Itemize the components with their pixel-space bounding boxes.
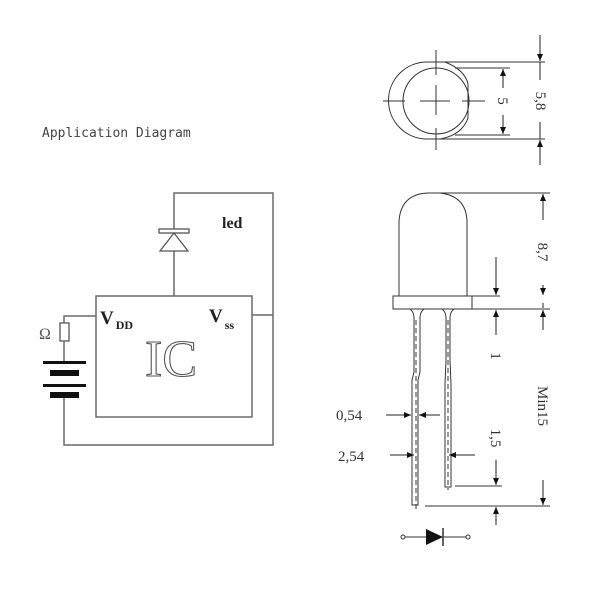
lead-anode	[409, 308, 425, 506]
battery-icon	[43, 361, 86, 398]
lead-cathode	[441, 308, 455, 488]
vdd-wire	[63, 315, 96, 323]
ic-label: IC	[145, 331, 197, 388]
dim-lead-offset: 1,5	[487, 429, 503, 448]
led-flange	[392, 295, 473, 310]
dim-top-outer: 5,8	[532, 92, 548, 111]
dim-top-inner: 5	[494, 97, 510, 105]
led-top-view: 5 5,8	[383, 35, 548, 165]
application-title: Application Diagram	[42, 126, 191, 141]
outer-wire	[63, 192, 274, 446]
dim-lead-pitch: 2,54	[338, 449, 365, 465]
led-diode-icon	[158, 228, 190, 252]
resistor-label: Ω	[39, 326, 51, 343]
dim-flange: 1	[487, 352, 503, 360]
dim-body-height: 8,7	[534, 243, 550, 262]
led-label: led	[222, 215, 243, 232]
led-body-outline	[398, 192, 468, 296]
dim-lead-width: 0,54	[336, 408, 363, 424]
diode-icon	[400, 528, 471, 546]
outer-flange-outline	[388, 61, 469, 140]
resistor-icon	[59, 322, 70, 342]
dim-lead-length: Min15	[534, 386, 550, 426]
led-side-view: 8,7 1 Min15 1,5 0,54 2,54	[336, 192, 550, 525]
